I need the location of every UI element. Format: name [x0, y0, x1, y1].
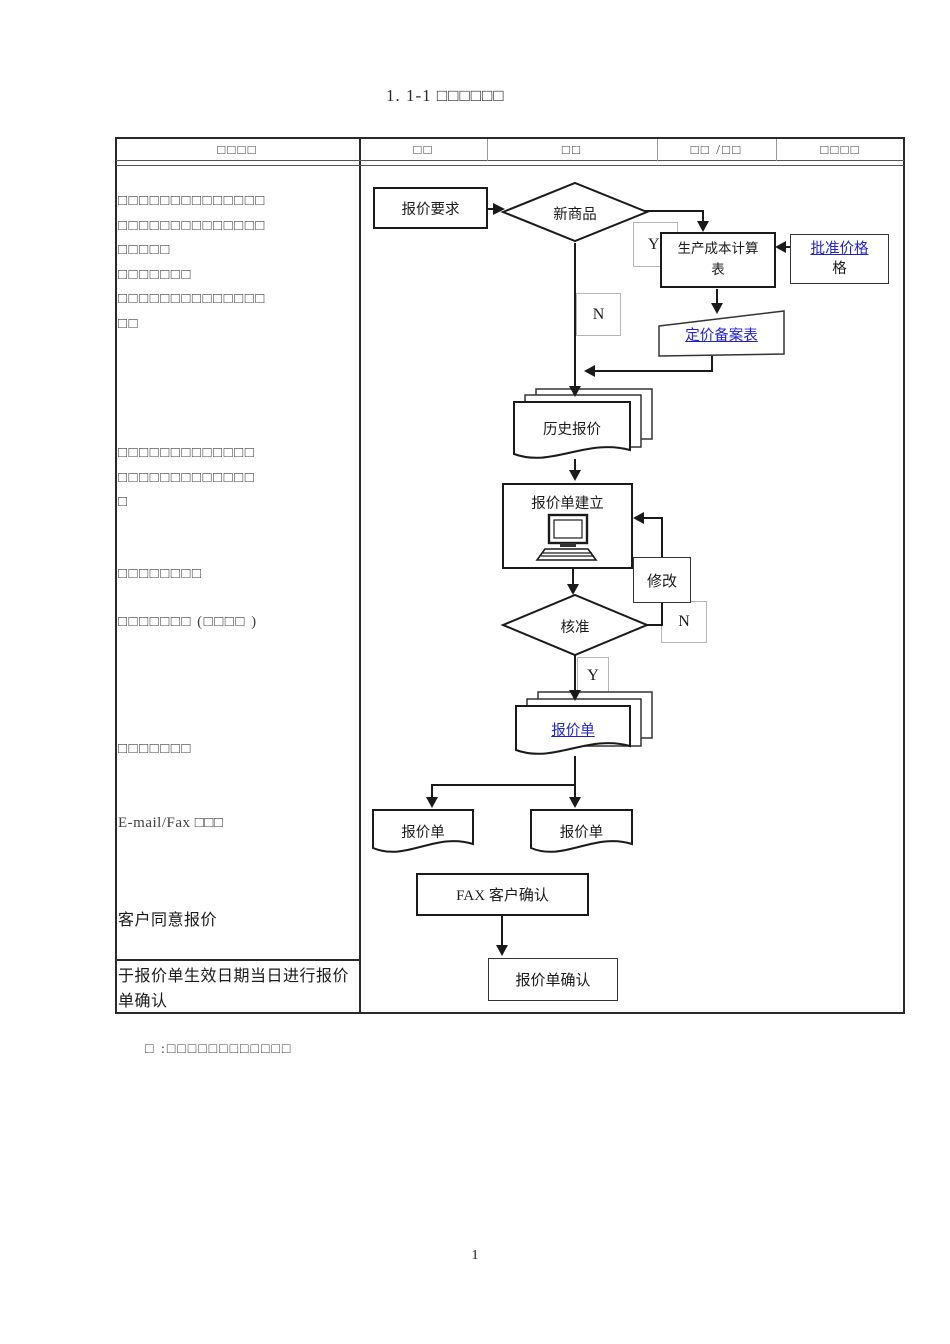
history-quote-label: 历史报价 — [543, 421, 601, 438]
quote-request-box: 报价要求 — [373, 187, 488, 229]
label-yes-1: Y — [648, 235, 660, 253]
label-no-1: N — [592, 305, 605, 323]
table-header-row: □□□□ □□ □□ □□ /□□ □□□□ — [115, 139, 905, 161]
header-divider-2 — [657, 139, 658, 161]
page-number: 1 — [471, 1248, 479, 1263]
quote-right-label: 报价单 — [559, 824, 604, 841]
modify-box: 修改 — [633, 557, 691, 603]
quote-stack-link-wrap: 报价单 — [516, 718, 630, 740]
left-note-customer-agree: 客户同意报价 — [118, 912, 218, 929]
left-row-divider — [115, 959, 360, 961]
header-cell-4: □□ /□□ — [690, 142, 743, 157]
header-divider-3 — [776, 139, 777, 161]
label-box-yes-2: Y — [577, 657, 609, 695]
new-product-label: 新商品 — [553, 206, 597, 223]
left-note-block-4: □□□□□□□ (□□□□ ) — [118, 614, 258, 630]
label-yes-2: Y — [587, 667, 599, 684]
header-rule-top — [116, 160, 904, 161]
price-record-link[interactable]: 定价备案表 — [685, 327, 758, 344]
label-box-no-1: N — [576, 293, 621, 336]
quote-confirm-box: 报价单确认 — [488, 958, 618, 1001]
left-note-email-fax: E-mail/Fax □□□ — [118, 815, 224, 831]
quote-stack-link[interactable]: 报价单 — [551, 722, 595, 739]
approve-label: 核准 — [560, 619, 590, 636]
left-note-block-1: □□□□□□□□□□□□□□ □□□□□□□□□□□□□□ □□□□□ □□□□… — [118, 193, 266, 332]
header-rule-bottom — [116, 165, 904, 166]
left-note-block-5: □□□□□□□ — [118, 741, 192, 757]
header-cell-3: □□ — [561, 142, 583, 157]
quote-create-label: 报价单建立 — [531, 496, 604, 512]
label-no-2: N — [678, 613, 690, 630]
header-cell-1: □□□□ — [217, 142, 258, 157]
quote-left-label: 报价单 — [401, 824, 445, 841]
left-note-confirm-on-effective-date: 于报价单生效日期当日进行报价单确认 — [118, 968, 350, 1010]
header-cell-5: □□□□ — [820, 142, 861, 157]
header-divider-1 — [487, 139, 488, 161]
table-column-divider — [359, 137, 361, 1014]
approved-price-link[interactable]: 批准价格 — [810, 240, 869, 257]
label-box-no-2: N — [661, 601, 707, 643]
left-note-block-3: □□□□□□□□ — [118, 566, 203, 582]
left-note-block-2: □□□□□□□□□□□□□ □□□□□□□□□□□□□ □ — [118, 445, 256, 511]
approved-price-box: 批准价格 格 — [790, 234, 889, 284]
header-cell-2: □□ — [413, 142, 434, 157]
production-cost-table-box: 生产成本计算 表 — [660, 232, 776, 288]
price-record-link-wrap: 定价备案表 — [659, 322, 784, 346]
approved-price-tail: 格 — [832, 261, 847, 277]
footer-note: □ :□□□□□□□□□□□□ — [145, 1042, 293, 1057]
table-frame — [115, 137, 905, 1014]
page-title: 1. 1-1 □□□□□□ — [386, 86, 505, 105]
fax-customer-confirm-box: FAX 客户确认 — [416, 873, 589, 916]
quote-create-box: 报价单建立 — [502, 483, 633, 569]
